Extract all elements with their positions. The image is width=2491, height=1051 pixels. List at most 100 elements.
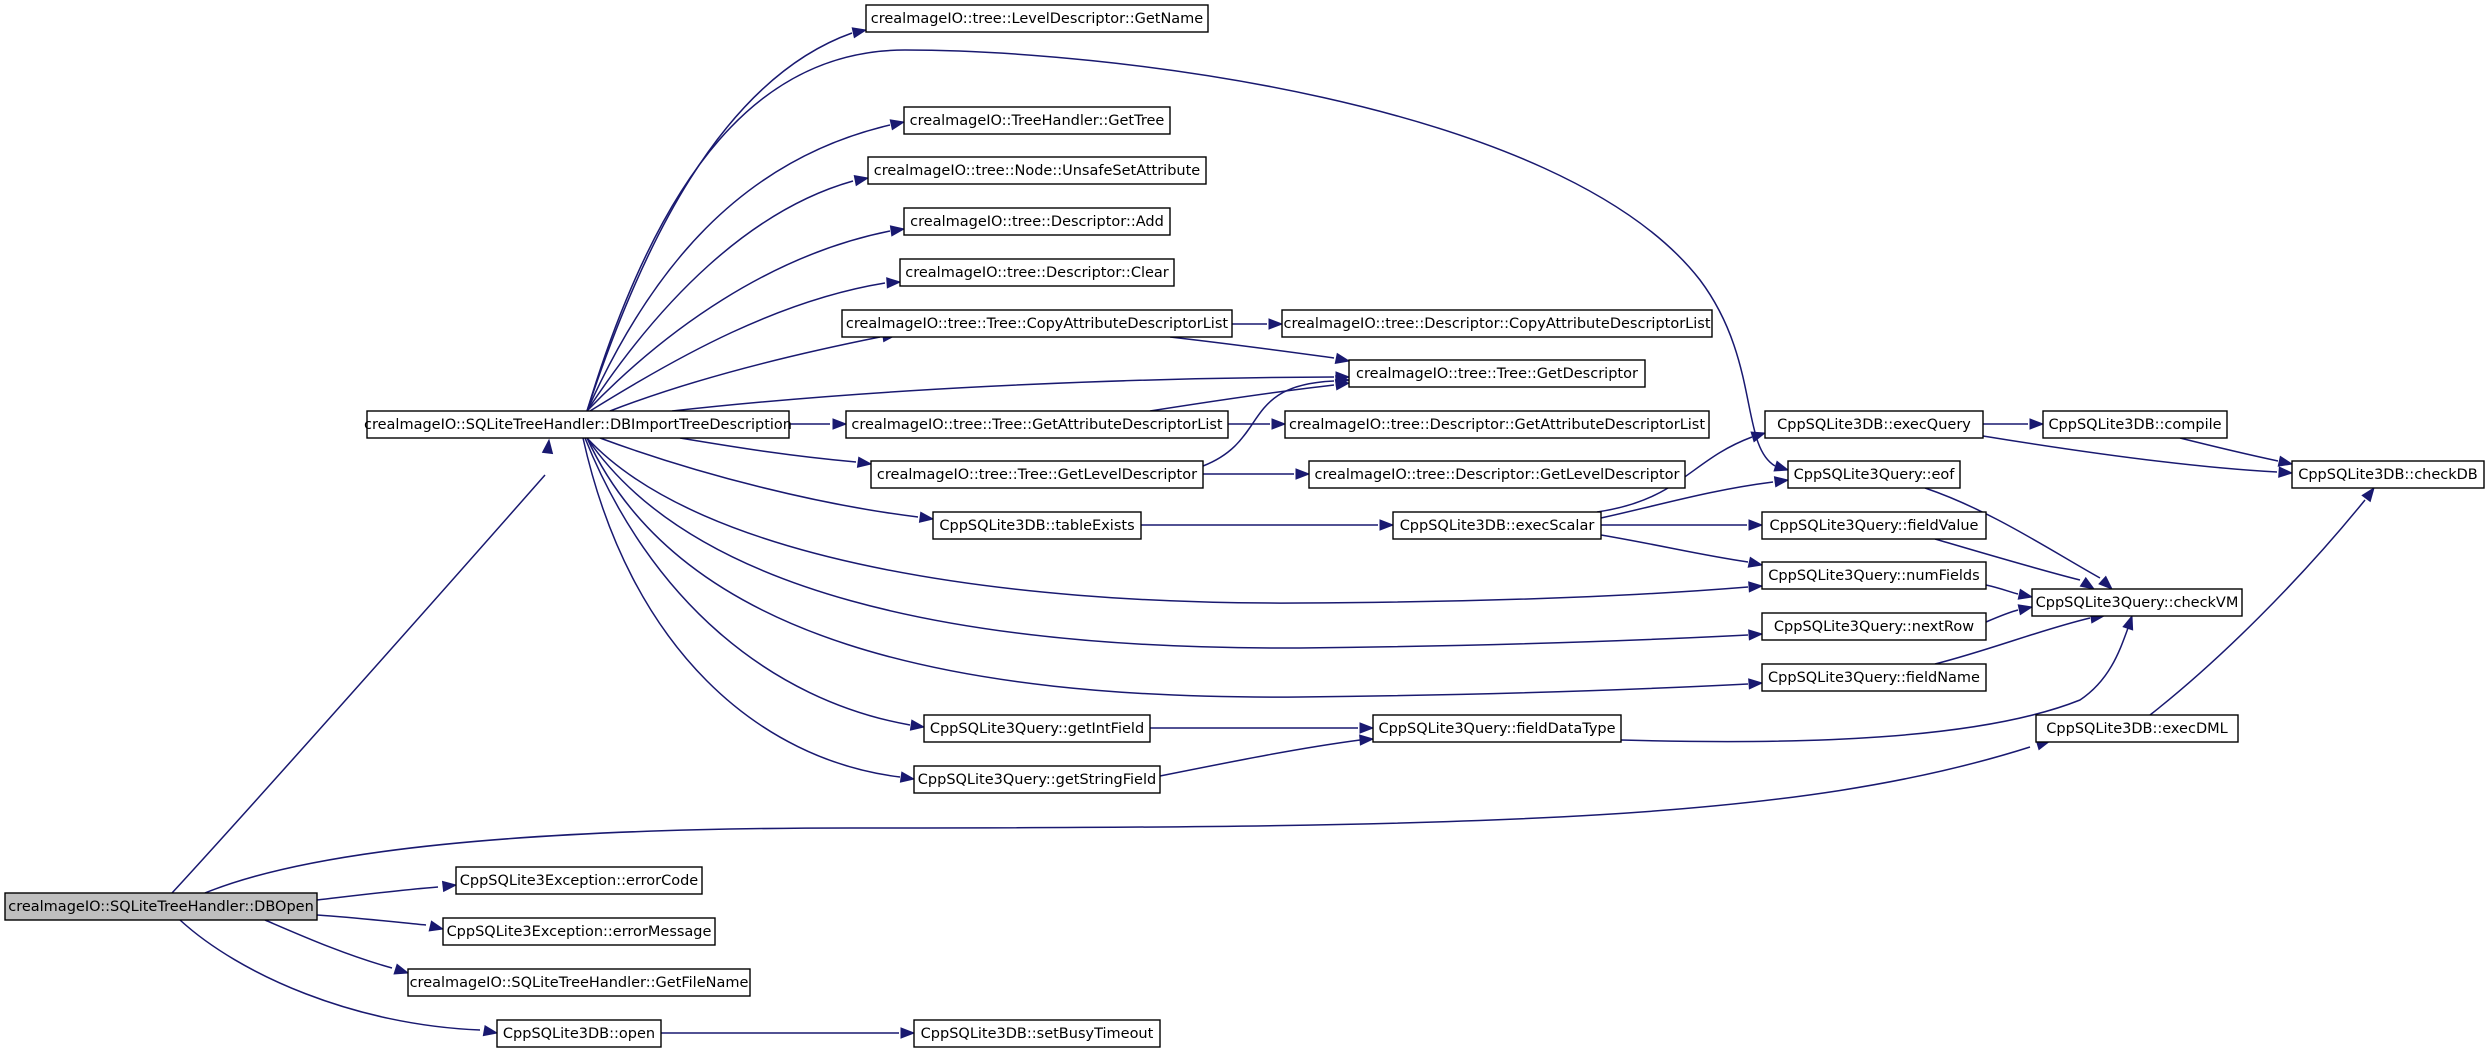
node-q-fieldname[interactable]: CppSQLite3Query::fieldName [1761, 663, 1987, 692]
edge-dbopen-to-ex_errorcode [316, 880, 458, 901]
svg-text:CppSQLite3Query::fieldName: CppSQLite3Query::fieldName [1768, 670, 1980, 686]
edge-table_exists-to-exec_scalar [1141, 519, 1395, 531]
edge-q_numfields-to-q_checkvm [1985, 584, 2034, 600]
edge-exec_scalar-to-q_numfields [1600, 534, 1764, 568]
node-q-fielddatatype[interactable]: CppSQLite3Query::fieldDataType [1372, 714, 1622, 743]
svg-text:CppSQLite3DB::execQuery: CppSQLite3DB::execQuery [1777, 417, 1971, 433]
svg-text:crealmageIO::tree::Tree::CopyA: crealmageIO::tree::Tree::CopyAttributeDe… [846, 316, 1229, 332]
edge-dbopen-to-db_open [179, 919, 499, 1037]
edge-layer [171, 27, 2375, 1039]
svg-text:CppSQLite3Query::numFields: CppSQLite3Query::numFields [1768, 568, 1979, 584]
edge-dbimport-to-node_unsafe [586, 175, 870, 412]
edge-tree_copy-to-tree_getdesc [1169, 336, 1351, 364]
edge-q_getstring-to-q_fielddatatype [1159, 734, 1375, 777]
svg-text:CppSQLite3Query::getStringFiel: CppSQLite3Query::getStringField [918, 772, 1156, 788]
svg-text:CppSQLite3Query::checkVM: CppSQLite3Query::checkVM [2036, 595, 2239, 611]
edge-dbopen-to-ex_errormsg [316, 914, 445, 932]
edge-dbimport-to-th_gettree [586, 119, 906, 412]
node-desc-getattr[interactable]: crealmageIO::tree::Descriptor::GetAttrib… [1284, 410, 1710, 439]
edge-dbimport-to-q_fieldname [586, 437, 1764, 698]
node-desc-add[interactable]: crealmageIO::tree::Descriptor::Add [903, 207, 1171, 236]
svg-text:crealmageIO::tree::Tree::GetAt: crealmageIO::tree::Tree::GetAttributeDes… [851, 417, 1223, 433]
edge-dbopen-to-dbimport [171, 438, 554, 894]
node-desc-copy[interactable]: crealmageIO::tree::Descriptor::CopyAttri… [1281, 309, 1713, 338]
edge-q_getint-to-q_fielddatatype [1150, 722, 1375, 734]
edge-dbimport-to-tree_getdesc [671, 371, 1351, 412]
edge-dbopen-to-get_filename [264, 919, 410, 975]
edge-dbimport-to-tree_getattr [789, 418, 848, 430]
svg-text:crealmageIO::tree::Tree::GetLe: crealmageIO::tree::Tree::GetLevelDescrip… [877, 467, 1197, 483]
node-checkdb[interactable]: CppSQLite3DB::checkDB [2291, 460, 2485, 489]
svg-text:crealmageIO::tree::Descriptor:: crealmageIO::tree::Descriptor::Clear [905, 265, 1169, 281]
node-tree-getlevel[interactable]: crealmageIO::tree::Tree::GetLevelDescrip… [870, 460, 1204, 489]
edge-q_nextrow-to-q_checkvm [1985, 604, 2034, 623]
edge-dbimport-to-desc_clear [589, 277, 902, 412]
node-exec-dml[interactable]: CppSQLite3DB::execDML [2035, 714, 2239, 743]
edge-q_eof-to-q_checkvm [1924, 487, 2114, 590]
node-db-busy[interactable]: CppSQLite3DB::setBusyTimeout [913, 1019, 1161, 1048]
node-tree-getattr[interactable]: crealmageIO::tree::Tree::GetAttributeDes… [845, 410, 1229, 439]
node-db-open[interactable]: CppSQLite3DB::open [496, 1019, 662, 1048]
svg-text:crealmageIO::TreeHandler::GetT: crealmageIO::TreeHandler::GetTree [910, 113, 1165, 129]
node-ex-errormsg[interactable]: CppSQLite3Exception::errorMessage [442, 917, 716, 946]
svg-text:crealmageIO::SQLiteTreeHandler: crealmageIO::SQLiteTreeHandler::DBImport… [364, 417, 792, 433]
edge-tree_getlevel-to-desc_getlevel [1203, 468, 1311, 480]
node-tree-getdesc[interactable]: crealmageIO::tree::Tree::GetDescriptor [1348, 359, 1646, 388]
edge-q_fieldvalue-to-q_checkvm [1934, 538, 2096, 590]
node-q-eof[interactable]: CppSQLite3Query::eof [1787, 460, 1961, 489]
svg-text:crealmageIO::tree::Node::Unsaf: crealmageIO::tree::Node::UnsafeSetAttrib… [874, 163, 1201, 179]
node-desc-clear[interactable]: crealmageIO::tree::Descriptor::Clear [899, 258, 1175, 287]
node-dbimport[interactable]: crealmageIO::SQLiteTreeHandler::DBImport… [364, 410, 792, 439]
edge-dbimport-to-q_eof [586, 49, 1790, 472]
node-dbopen[interactable]: crealmageIO::SQLiteTreeHandler::DBOpen [4, 892, 318, 921]
edge-q_fielddatatype-to-q_checkvm [1620, 614, 2134, 743]
svg-text:CppSQLite3Exception::errorCode: CppSQLite3Exception::errorCode [460, 873, 699, 889]
svg-text:CppSQLite3DB::compile: CppSQLite3DB::compile [2048, 417, 2221, 433]
edge-tree_getattr-to-desc_getattr [1228, 418, 1287, 430]
edge-exec_scalar-to-q_fieldvalue [1601, 519, 1764, 531]
edge-exec_dml-to-checkdb [2149, 486, 2375, 716]
edge-db_open-to-db_busy [661, 1027, 916, 1039]
node-q-getint[interactable]: CppSQLite3Query::getIntField [923, 714, 1151, 743]
node-node-unsafe[interactable]: crealmageIO::tree::Node::UnsafeSetAttrib… [867, 156, 1207, 185]
node-q-getstring[interactable]: CppSQLite3Query::getStringField [913, 765, 1161, 794]
node-q-nextrow[interactable]: CppSQLite3Query::nextRow [1761, 612, 1987, 641]
svg-text:CppSQLite3DB::tableExists: CppSQLite3DB::tableExists [939, 518, 1134, 534]
svg-text:CppSQLite3Query::fieldValue: CppSQLite3Query::fieldValue [1770, 518, 1979, 534]
edge-dbimport-to-q_getstring [582, 437, 916, 783]
node-compile[interactable]: CppSQLite3DB::compile [2042, 410, 2228, 439]
node-tree-copy[interactable]: crealmageIO::tree::Tree::CopyAttributeDe… [841, 309, 1233, 338]
node-q-numfields[interactable]: CppSQLite3Query::numFields [1761, 561, 1987, 590]
node-q-fieldvalue[interactable]: CppSQLite3Query::fieldValue [1761, 511, 1987, 540]
svg-text:CppSQLite3Query::getIntField: CppSQLite3Query::getIntField [930, 721, 1144, 737]
node-exec-scalar[interactable]: CppSQLite3DB::execScalar [1392, 511, 1602, 540]
node-desc-getlevel[interactable]: crealmageIO::tree::Descriptor::GetLevelD… [1308, 460, 1686, 489]
svg-text:CppSQLite3Exception::errorMess: CppSQLite3Exception::errorMessage [447, 924, 712, 940]
node-q-checkvm[interactable]: CppSQLite3Query::checkVM [2031, 588, 2243, 617]
svg-text:CppSQLite3DB::execScalar: CppSQLite3DB::execScalar [1400, 518, 1595, 534]
svg-text:CppSQLite3DB::checkDB: CppSQLite3DB::checkDB [2298, 467, 2478, 483]
svg-text:crealmageIO::tree::Descriptor:: crealmageIO::tree::Descriptor::Add [910, 214, 1164, 230]
node-table-exists[interactable]: CppSQLite3DB::tableExists [932, 511, 1142, 540]
edge-dbimport-to-desc_add [586, 225, 906, 412]
edge-dbimport-to-table_exists [599, 437, 935, 523]
svg-text:CppSQLite3Query::eof: CppSQLite3Query::eof [1794, 467, 1956, 483]
svg-text:crealmageIO::SQLiteTreeHandler: crealmageIO::SQLiteTreeHandler::GetFileN… [410, 975, 749, 991]
node-ld-getname[interactable]: crealmageIO::tree::LevelDescriptor::GetN… [865, 4, 1209, 33]
edge-dbimport-to-ld_getname [586, 27, 868, 412]
node-get-filename[interactable]: crealmageIO::SQLiteTreeHandler::GetFileN… [407, 968, 751, 997]
node-th-gettree[interactable]: crealmageIO::TreeHandler::GetTree [903, 106, 1171, 135]
svg-text:CppSQLite3DB::execDML: CppSQLite3DB::execDML [2046, 721, 2227, 737]
node-exec-query[interactable]: CppSQLite3DB::execQuery [1764, 410, 1984, 439]
edge-tree_getlevel-to-tree_getdesc [1202, 375, 1351, 467]
edge-exec_scalar-to-q_eof [1600, 476, 1790, 519]
node-ex-errorcode[interactable]: CppSQLite3Exception::errorCode [455, 866, 703, 895]
edge-tree_copy-to-desc_copy [1232, 318, 1284, 330]
svg-text:CppSQLite3DB::open: CppSQLite3DB::open [503, 1026, 655, 1042]
edge-dbimport-to-q_getint [584, 437, 926, 731]
svg-text:crealmageIO::tree::Descriptor:: crealmageIO::tree::Descriptor::CopyAttri… [1283, 316, 1710, 332]
edge-dbimport-to-q_numfields [586, 437, 1764, 604]
edge-compile-to-checkdb [2179, 437, 2294, 467]
svg-text:CppSQLite3Query::nextRow: CppSQLite3Query::nextRow [1774, 619, 1974, 635]
